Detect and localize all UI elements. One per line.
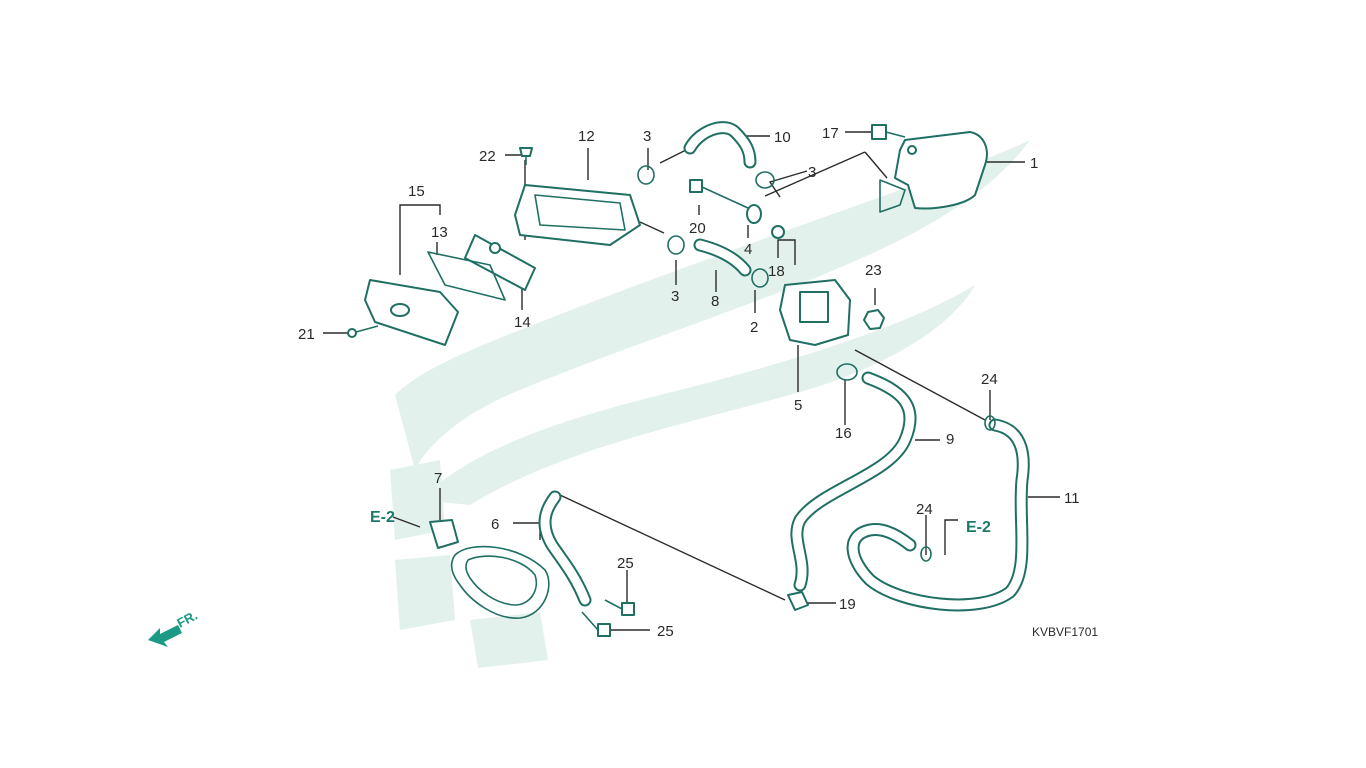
hose-11: [846, 418, 1030, 612]
clip-24-lower: [920, 546, 932, 562]
callout-16: 16: [835, 425, 852, 442]
air-injection-valve-5: [779, 279, 851, 346]
callout-11: 11: [1064, 490, 1080, 507]
washer-4: [746, 204, 762, 224]
callout-14: 14: [514, 314, 531, 331]
callout-7: 7: [434, 470, 442, 487]
hose-9: [790, 371, 917, 592]
callout-24: 24: [916, 501, 933, 518]
clip-3-right: [755, 171, 775, 189]
reed-pipe-7: [450, 545, 550, 619]
reference-e2: E-2: [370, 509, 395, 526]
gasket-13: [427, 251, 506, 301]
reference-e2: E-2: [966, 519, 991, 536]
pipe-6: [538, 490, 592, 607]
screw-21: [347, 325, 379, 338]
callout-12: 12: [578, 128, 595, 145]
callout-22: 22: [479, 148, 496, 165]
callout-6: 6: [491, 516, 499, 533]
callout-20: 20: [689, 220, 706, 237]
callout-19: 19: [839, 596, 856, 613]
callout-13: 13: [431, 224, 448, 241]
callout-3: 3: [671, 288, 679, 305]
callout-5: 5: [794, 397, 802, 414]
clamp-16: [836, 363, 858, 381]
hose-8: [693, 238, 752, 277]
callout-9: 9: [946, 431, 954, 448]
callout-3: 3: [643, 128, 651, 145]
leader-lines: [323, 131, 1060, 631]
gasket-7: [429, 519, 459, 549]
front-direction-arrow-icon: FR.: [148, 608, 200, 647]
references: E-2 E-2: [370, 509, 991, 536]
callout-4: 4: [744, 241, 752, 258]
clip-24-upper: [984, 415, 996, 431]
callout-1: 1: [1030, 155, 1038, 172]
clip-3-lower: [667, 235, 685, 255]
collar-18: [771, 225, 785, 239]
clip-2: [751, 268, 769, 288]
callout-2: 2: [750, 319, 758, 336]
callout-25: 25: [657, 623, 674, 640]
callout-8: 8: [711, 293, 719, 310]
callout-23: 23: [865, 262, 882, 279]
callout-15: 15: [408, 183, 425, 200]
watermark-logo: [390, 140, 1030, 668]
bolt-17: [871, 124, 906, 140]
callout-24: 24: [981, 371, 998, 388]
reed-valve-body-15: [364, 279, 459, 346]
callout-10: 10: [774, 129, 791, 146]
reed-valve-14: [464, 234, 536, 291]
callout-25: 25: [617, 555, 634, 572]
diagram-code: KVBVF1701: [1032, 625, 1098, 639]
callouts: 1 2 3 3 3 4 5 6 7 8 9 10 11 12 13 14 15 …: [298, 125, 1080, 640]
bolt-25-upper: [604, 599, 635, 616]
reed-valve-cover-12: [514, 184, 641, 246]
callout-3: 3: [808, 164, 816, 181]
screw-22: [519, 147, 533, 165]
clip-3-upper: [637, 165, 655, 185]
bolt-25-lower: [581, 611, 611, 637]
hose-10: [683, 121, 757, 169]
air-cleaner-cover-1: [879, 131, 988, 213]
callout-17: 17: [822, 125, 839, 142]
nut-23: [863, 309, 885, 330]
callout-18: 18: [768, 263, 785, 280]
bolt-20: [689, 179, 749, 209]
clamp-19: [787, 591, 809, 611]
callout-21: 21: [298, 326, 315, 343]
